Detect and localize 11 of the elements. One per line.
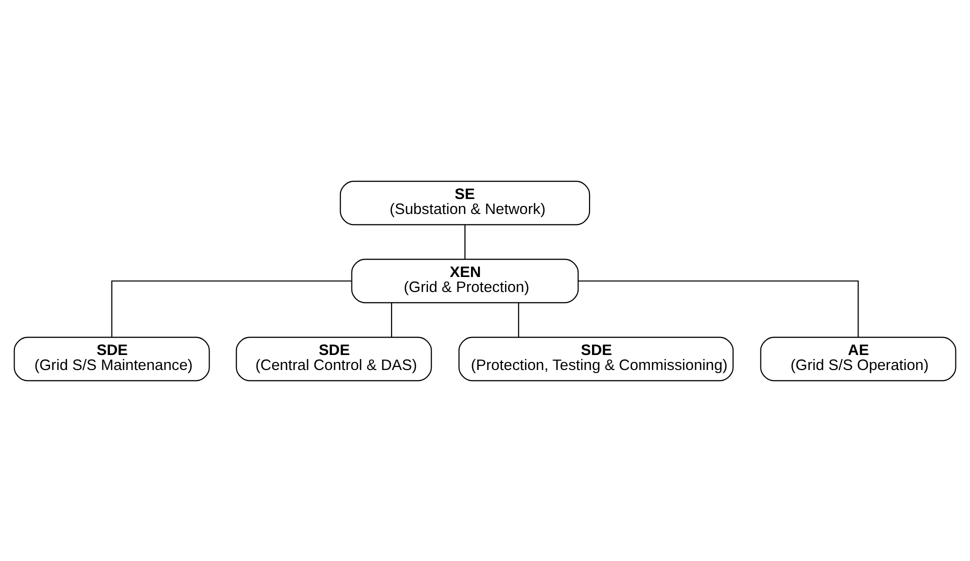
connector [111,280,352,337]
node-box: SDE (Protection, Testing & Commissioning) [458,336,734,381]
connector [578,280,859,337]
node-box: AE (Grid S/S Operation) [760,336,956,381]
node-box: SDE (Grid S/S Maintenance) [14,336,210,381]
connector [518,302,520,337]
node-box: XEN (Grid & Protection) [351,258,579,303]
node-box: SDE (Central Control & DAS) [236,336,432,381]
node-box: SE (Substation & Network) [340,180,590,225]
connector [391,302,392,337]
connector [464,224,466,259]
